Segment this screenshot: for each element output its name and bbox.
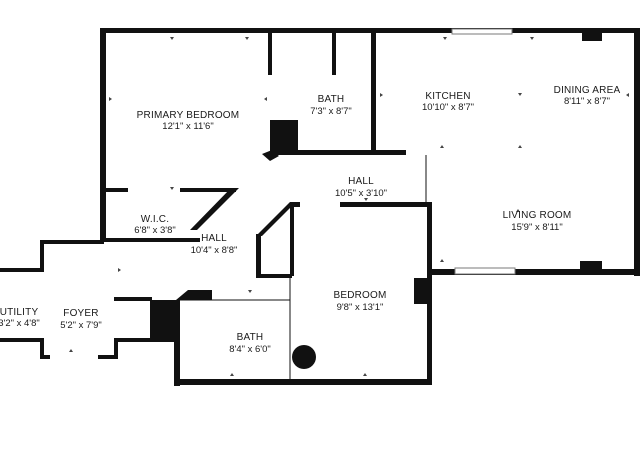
- wall-bedroom-top-left: [290, 202, 300, 207]
- room-living-room-name: LIVING ROOM: [503, 210, 572, 221]
- wall-wic-bottom: [100, 238, 200, 242]
- tick: [440, 145, 444, 148]
- wall-bath-bottom: [270, 150, 406, 155]
- wall-bath-left-upper: [268, 33, 272, 75]
- wall-bath-block: [270, 120, 298, 154]
- wall-bath-right: [371, 33, 376, 153]
- wall-lower-bath-left: [174, 300, 180, 386]
- wall-hall-closet-right: [290, 204, 294, 276]
- wall-bedroom-top-right: [340, 202, 432, 207]
- room-wic-dims: 6'8" x 3'8": [134, 225, 176, 236]
- room-bath-lower-dims: 8'4" x 6'0": [229, 344, 271, 355]
- room-primary-bedroom-dims: 12'1" x 11'6": [162, 121, 213, 132]
- wall-foyer-bottom-left: [40, 355, 50, 359]
- wall-foyer-top: [40, 240, 104, 244]
- room-hall-upper-name: HALL: [348, 176, 374, 187]
- room-living-room-dims: 15'9" x 8'11": [511, 222, 562, 233]
- tick: [443, 37, 447, 40]
- room-hall-upper-dims: 10'5" x 3'10": [335, 188, 387, 199]
- wall-bath-round-fixture: [292, 345, 316, 369]
- room-bedroom-dims: 9'8" x 13'1": [337, 302, 384, 313]
- room-hall-left-dims: 10'4" x 8'8": [191, 245, 238, 256]
- walls: [0, 28, 640, 386]
- tick: [248, 290, 252, 293]
- wall-closet-block: [150, 300, 176, 342]
- tick: [170, 187, 174, 190]
- tick: [626, 93, 629, 97]
- room-hall-left-name: HALL: [201, 233, 227, 244]
- tick: [245, 37, 249, 40]
- room-bath-upper-name: BATH: [318, 94, 345, 105]
- wall-utility-bottom: [0, 338, 44, 342]
- room-wic-name: W.I.C.: [141, 214, 169, 225]
- room-dining-area-dims: 8'11" x 8'7": [564, 96, 610, 107]
- wall-wic-top-right: [180, 188, 236, 192]
- windows: [451, 28, 516, 275]
- wall-living-bottom: [428, 269, 640, 275]
- wall-lower-bath-corner: [176, 290, 212, 300]
- wall-bottom: [174, 379, 432, 385]
- wall-top: [100, 28, 640, 33]
- tick: [109, 97, 112, 101]
- room-utility-dims: 3'2" x 4'8": [0, 318, 40, 329]
- wall-hall-closet-bottom: [256, 274, 292, 278]
- tick: [380, 93, 383, 97]
- wall-foyer-closet-bottom: [114, 338, 152, 342]
- tick: [363, 373, 367, 376]
- room-labels: PRIMARY BEDROOM 12'1" x 11'6" BATH 7'3" …: [0, 85, 620, 355]
- wall-primary-left: [100, 28, 106, 242]
- window-living: [454, 267, 516, 275]
- room-kitchen-dims: 10'10" x 8'7": [422, 102, 474, 113]
- wall-bath-inner: [332, 33, 336, 75]
- corner-ticks: [69, 37, 629, 376]
- wall-bedroom-block: [414, 278, 430, 304]
- room-dining-area-name: DINING AREA: [554, 85, 621, 96]
- room-foyer-name: FOYER: [63, 308, 98, 319]
- room-kitchen-name: KITCHEN: [425, 91, 470, 102]
- tick: [518, 93, 522, 96]
- tick: [530, 37, 534, 40]
- wall-hall-closet-left: [256, 234, 261, 278]
- living-fixture-bottom: [580, 261, 602, 270]
- tick: [364, 198, 368, 201]
- wall-foyer-left-upper: [40, 240, 44, 272]
- room-utility-name: UTILITY: [0, 307, 38, 318]
- wall-bedroom-diagonal: [256, 202, 296, 236]
- wall-wic-top-left: [106, 188, 128, 192]
- wall-foyer-bottom-right: [98, 355, 118, 359]
- kitchen-fixture-top: [582, 33, 602, 41]
- tick: [230, 373, 234, 376]
- tick: [516, 209, 520, 212]
- wall-foyer-closet-top: [114, 297, 152, 301]
- tick: [170, 37, 174, 40]
- wall-diag-stub: [262, 150, 279, 161]
- wall-right: [634, 28, 640, 276]
- tick: [264, 97, 267, 101]
- wall-wic-diagonal: [190, 188, 239, 230]
- tick: [118, 268, 121, 272]
- window-kitchen: [451, 28, 513, 35]
- room-foyer-dims: 5'2" x 7'9": [60, 320, 102, 331]
- room-primary-bedroom-name: PRIMARY BEDROOM: [137, 110, 240, 121]
- room-bath-lower-name: BATH: [237, 332, 264, 343]
- tick: [440, 259, 444, 262]
- tick: [69, 349, 73, 352]
- room-bedroom-name: BEDROOM: [333, 290, 386, 301]
- wall-foyer-right-lower: [114, 338, 118, 359]
- wall-foyer-left-lower: [40, 338, 44, 358]
- room-bath-upper-dims: 7'3" x 8'7": [310, 106, 352, 117]
- wall-utility-top: [0, 268, 44, 272]
- tick: [518, 145, 522, 148]
- interior-lines: [178, 155, 427, 380]
